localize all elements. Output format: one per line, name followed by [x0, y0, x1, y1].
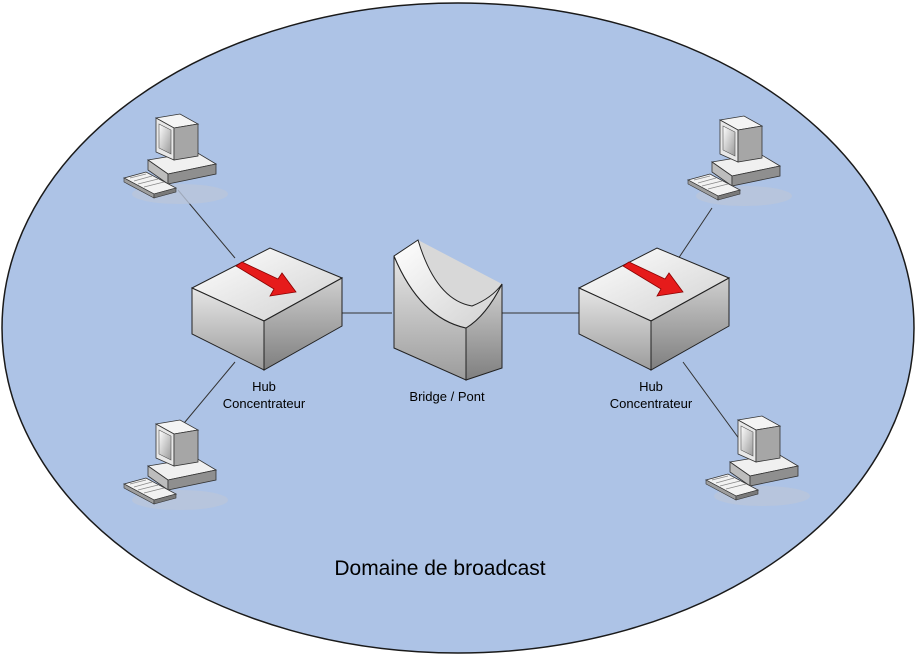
- bridge-icon: [393, 239, 503, 381]
- link-pc-bottom-left: [179, 361, 236, 429]
- bridge-label: Bridge / Pont: [409, 389, 485, 404]
- broadcast-domain-label: Domaine de broadcast: [334, 557, 545, 580]
- link-pc-top-right: [675, 207, 713, 263]
- link-pc-bottom-right: [682, 361, 741, 441]
- hub-right-label-line1: Hub: [639, 379, 663, 394]
- hub-left-label-line2: Concentrateur: [223, 396, 306, 411]
- hub-left-label-line1: Hub: [252, 379, 276, 394]
- hub-right-label-line2: Concentrateur: [610, 396, 693, 411]
